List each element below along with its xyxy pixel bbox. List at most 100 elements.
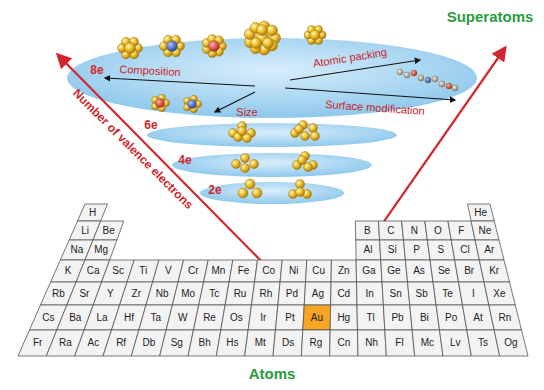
cluster-atom	[311, 132, 320, 141]
element-cell	[427, 240, 454, 260]
element-symbol: Sb	[415, 289, 427, 299]
cluster-atom	[251, 38, 262, 49]
element-cell	[378, 221, 403, 240]
element-cell	[178, 260, 208, 282]
element-symbol: Cn	[337, 338, 350, 348]
trend-arrow	[317, 48, 505, 318]
cluster-atom	[411, 70, 417, 76]
element-symbol: Lv	[450, 338, 461, 348]
element-cell	[405, 260, 433, 282]
element-cell	[330, 305, 357, 330]
element-cell	[468, 204, 495, 221]
element-symbol: Sc	[112, 266, 124, 276]
element-symbol: Og	[504, 338, 517, 348]
electron-count: 6e	[144, 119, 157, 131]
element-cell	[385, 330, 415, 356]
element-symbol: W	[178, 313, 187, 323]
element-symbol: Ir	[260, 313, 266, 323]
cluster-atom	[238, 127, 247, 136]
element-symbol: N	[411, 226, 418, 236]
element-symbol: Rg	[310, 338, 323, 348]
cluster-atom	[241, 164, 250, 173]
element-cell	[221, 305, 252, 330]
element-symbol: Mc	[421, 338, 434, 348]
element-cell	[85, 240, 117, 260]
element-symbol: Db	[143, 338, 156, 348]
element-symbol: P	[413, 245, 420, 255]
energy-disk-6e	[147, 123, 397, 147]
element-cell	[451, 240, 479, 260]
element-cell	[357, 330, 386, 356]
element-cell	[430, 260, 458, 282]
element-cell	[382, 282, 410, 305]
element-symbol: O	[434, 226, 442, 236]
element-cell	[356, 260, 382, 282]
element-symbol: Bi	[420, 313, 429, 323]
element-cell	[172, 282, 203, 305]
element-cell	[425, 221, 451, 240]
element-symbol: Ne	[478, 226, 491, 236]
element-cell	[489, 305, 522, 330]
element-cell	[383, 305, 412, 330]
element-symbol: Ru	[234, 289, 247, 299]
element-symbol: Pd	[286, 289, 298, 299]
element-symbol: Fl	[395, 338, 403, 348]
element-symbol: C	[387, 226, 394, 236]
element-symbol: Mo	[181, 289, 195, 299]
element-symbol: Po	[445, 313, 457, 323]
element-symbol: Hf	[124, 313, 134, 323]
element-cell	[494, 330, 528, 356]
element-cell	[188, 330, 221, 356]
electron-count: 4e	[178, 154, 191, 166]
composition-axis	[105, 78, 255, 86]
element-symbol: Au	[311, 313, 323, 323]
element-symbol: Br	[464, 266, 474, 276]
cluster-atom	[452, 85, 458, 91]
element-symbol: S	[437, 245, 444, 255]
element-symbol: Xe	[493, 289, 505, 299]
element-cell	[357, 282, 384, 305]
element-symbol: Bh	[199, 338, 211, 348]
energy-disk-4e	[172, 153, 372, 177]
packing-axis	[290, 60, 420, 80]
element-cell	[412, 330, 443, 356]
element-symbol: Hg	[337, 313, 350, 323]
cluster-atom	[266, 25, 277, 36]
element-symbol: Ni	[289, 266, 298, 276]
element-cell	[255, 260, 283, 282]
cluster-atom	[446, 83, 452, 89]
element-cell	[275, 305, 304, 330]
element-symbol: Ds	[282, 338, 294, 348]
element-symbol: Cd	[337, 289, 350, 299]
element-symbol: Pt	[285, 313, 294, 323]
element-symbol: Fe	[238, 266, 250, 276]
element-cell	[216, 330, 248, 356]
element-symbol: H	[89, 208, 96, 218]
element-symbol: Sn	[390, 289, 402, 299]
element-cell	[356, 240, 381, 260]
element-symbol: Sr	[79, 289, 89, 299]
element-symbol: Na	[70, 245, 83, 255]
element-symbol: Ag	[312, 289, 324, 299]
element-symbol: Rh	[260, 289, 273, 299]
element-symbol: La	[97, 313, 108, 323]
element-symbol: Cl	[460, 245, 469, 255]
element-symbol: Ba	[69, 313, 81, 323]
element-symbol: Rb	[52, 289, 65, 299]
element-cell	[330, 330, 358, 356]
element-symbol: Cs	[42, 313, 54, 323]
element-symbol: Pb	[391, 313, 403, 323]
element-symbol: Ar	[484, 245, 494, 255]
element-cell	[403, 240, 430, 260]
element-cell	[448, 221, 475, 240]
element-cell	[410, 305, 440, 330]
element-symbol: Ga	[362, 266, 375, 276]
element-cell	[193, 305, 225, 330]
element-cell	[304, 282, 331, 305]
element-symbol: He	[474, 208, 487, 218]
trend-arrow	[58, 55, 317, 318]
element-cell	[479, 260, 509, 282]
element-symbol: Be	[102, 226, 114, 236]
element-cell	[433, 282, 462, 305]
element-cell	[245, 330, 276, 356]
